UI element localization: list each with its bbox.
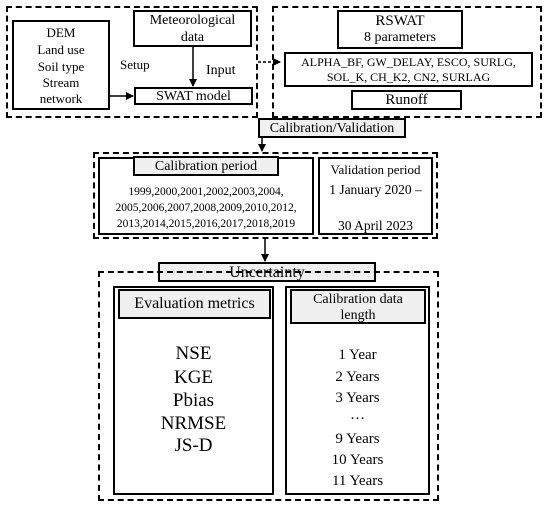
meteorological-line-1: Meteorological xyxy=(149,13,236,28)
meteorological-data-box: Meteorological data xyxy=(133,10,252,47)
calibration-length-title-line-2: length xyxy=(340,308,376,323)
length-item-2-years: 2 Years xyxy=(335,369,380,385)
setup-label: Setup xyxy=(120,57,150,72)
metric-kge: KGE xyxy=(173,367,214,388)
length-item-11-years: 11 Years xyxy=(331,473,384,489)
rswat-title: RSWAT xyxy=(375,13,425,29)
validation-period-end: 30 April 2023 xyxy=(337,218,413,233)
calibration-length-title-line-1: Calibration data xyxy=(313,292,403,307)
metric-nse: NSE xyxy=(175,343,212,364)
swat-model-label: SWAT model xyxy=(156,89,231,104)
rswat-parameters-box: ALPHA_BF, GW_DELAY, ESCO, SURLG, SOL_K, … xyxy=(284,52,533,87)
evaluation-metrics-title: Evaluation metrics xyxy=(134,295,255,312)
calibration-year-line-2: 2005,2006,2007,2008,2009,2010,2012, xyxy=(115,202,297,214)
runoff-box: Runoff xyxy=(351,90,462,110)
input-data-box: DEM Land use Soil type Stream network xyxy=(12,20,110,110)
input-data-dem: DEM xyxy=(46,25,76,40)
evaluation-metrics-box: NSE KGE Pbias NRMSE JS-D xyxy=(113,286,274,495)
input-data-network: network xyxy=(39,91,83,106)
length-item-3-years: 3 Years xyxy=(335,390,380,406)
periods-group xyxy=(93,152,438,239)
validation-period-box: Validation period 1 January 2020 – 30 Ap… xyxy=(318,157,433,235)
parameters-line-2: SOL_K, CH_K2, CN2, SURLAG xyxy=(326,70,491,84)
uncertainty-group xyxy=(98,271,439,501)
length-item-9-years: 9 Years xyxy=(335,431,380,447)
meteorological-line-2: data xyxy=(180,30,205,45)
calibration-validation-label: Calibration/Validation xyxy=(269,121,395,136)
calibration-length-title-box: Calibration data length xyxy=(290,289,426,324)
input-data-soil-type: Soil type xyxy=(37,59,85,74)
rswat-subtitle: 8 parameters xyxy=(364,30,436,45)
calibration-validation-box: Calibration/Validation xyxy=(258,118,406,138)
evaluation-metrics-title-box: Evaluation metrics xyxy=(118,289,271,319)
calibration-period-title-box: Calibration period xyxy=(133,156,279,176)
calibration-length-box: 1 Year 2 Years 3 Years … 9 Years 10 Year… xyxy=(285,286,430,495)
validation-period-title: Validation period xyxy=(330,162,421,177)
input-label: Input xyxy=(206,63,236,78)
calibration-year-line-1: 1999,2000,2001,2002,2003,2004, xyxy=(128,186,284,198)
metric-js-d: JS-D xyxy=(174,435,213,456)
swat-setup-group xyxy=(6,6,258,118)
length-item-1-year: 1 Year xyxy=(338,347,377,363)
calibration-year-line-3: 2013,2014,2015,2016,2017,2018,2019 xyxy=(116,218,296,230)
runoff-label: Runoff xyxy=(385,92,428,108)
parameters-line-1: ALPHA_BF, GW_DELAY, ESCO, SURLG, xyxy=(301,55,516,69)
metric-nrmse: NRMSE xyxy=(160,413,227,434)
length-item-ellipsis: … xyxy=(350,407,365,423)
validation-period-start: 1 January 2020 – xyxy=(329,182,422,197)
metric-pbias: Pbias xyxy=(172,390,215,411)
swat-model-box: SWAT model xyxy=(134,87,253,105)
length-item-10-years: 10 Years xyxy=(331,452,384,468)
input-data-land-use: Land use xyxy=(37,42,85,57)
calibration-period-title: Calibration period xyxy=(154,159,258,174)
input-data-stream: Stream xyxy=(42,75,80,90)
rswat-title-box: RSWAT 8 parameters xyxy=(337,10,463,49)
